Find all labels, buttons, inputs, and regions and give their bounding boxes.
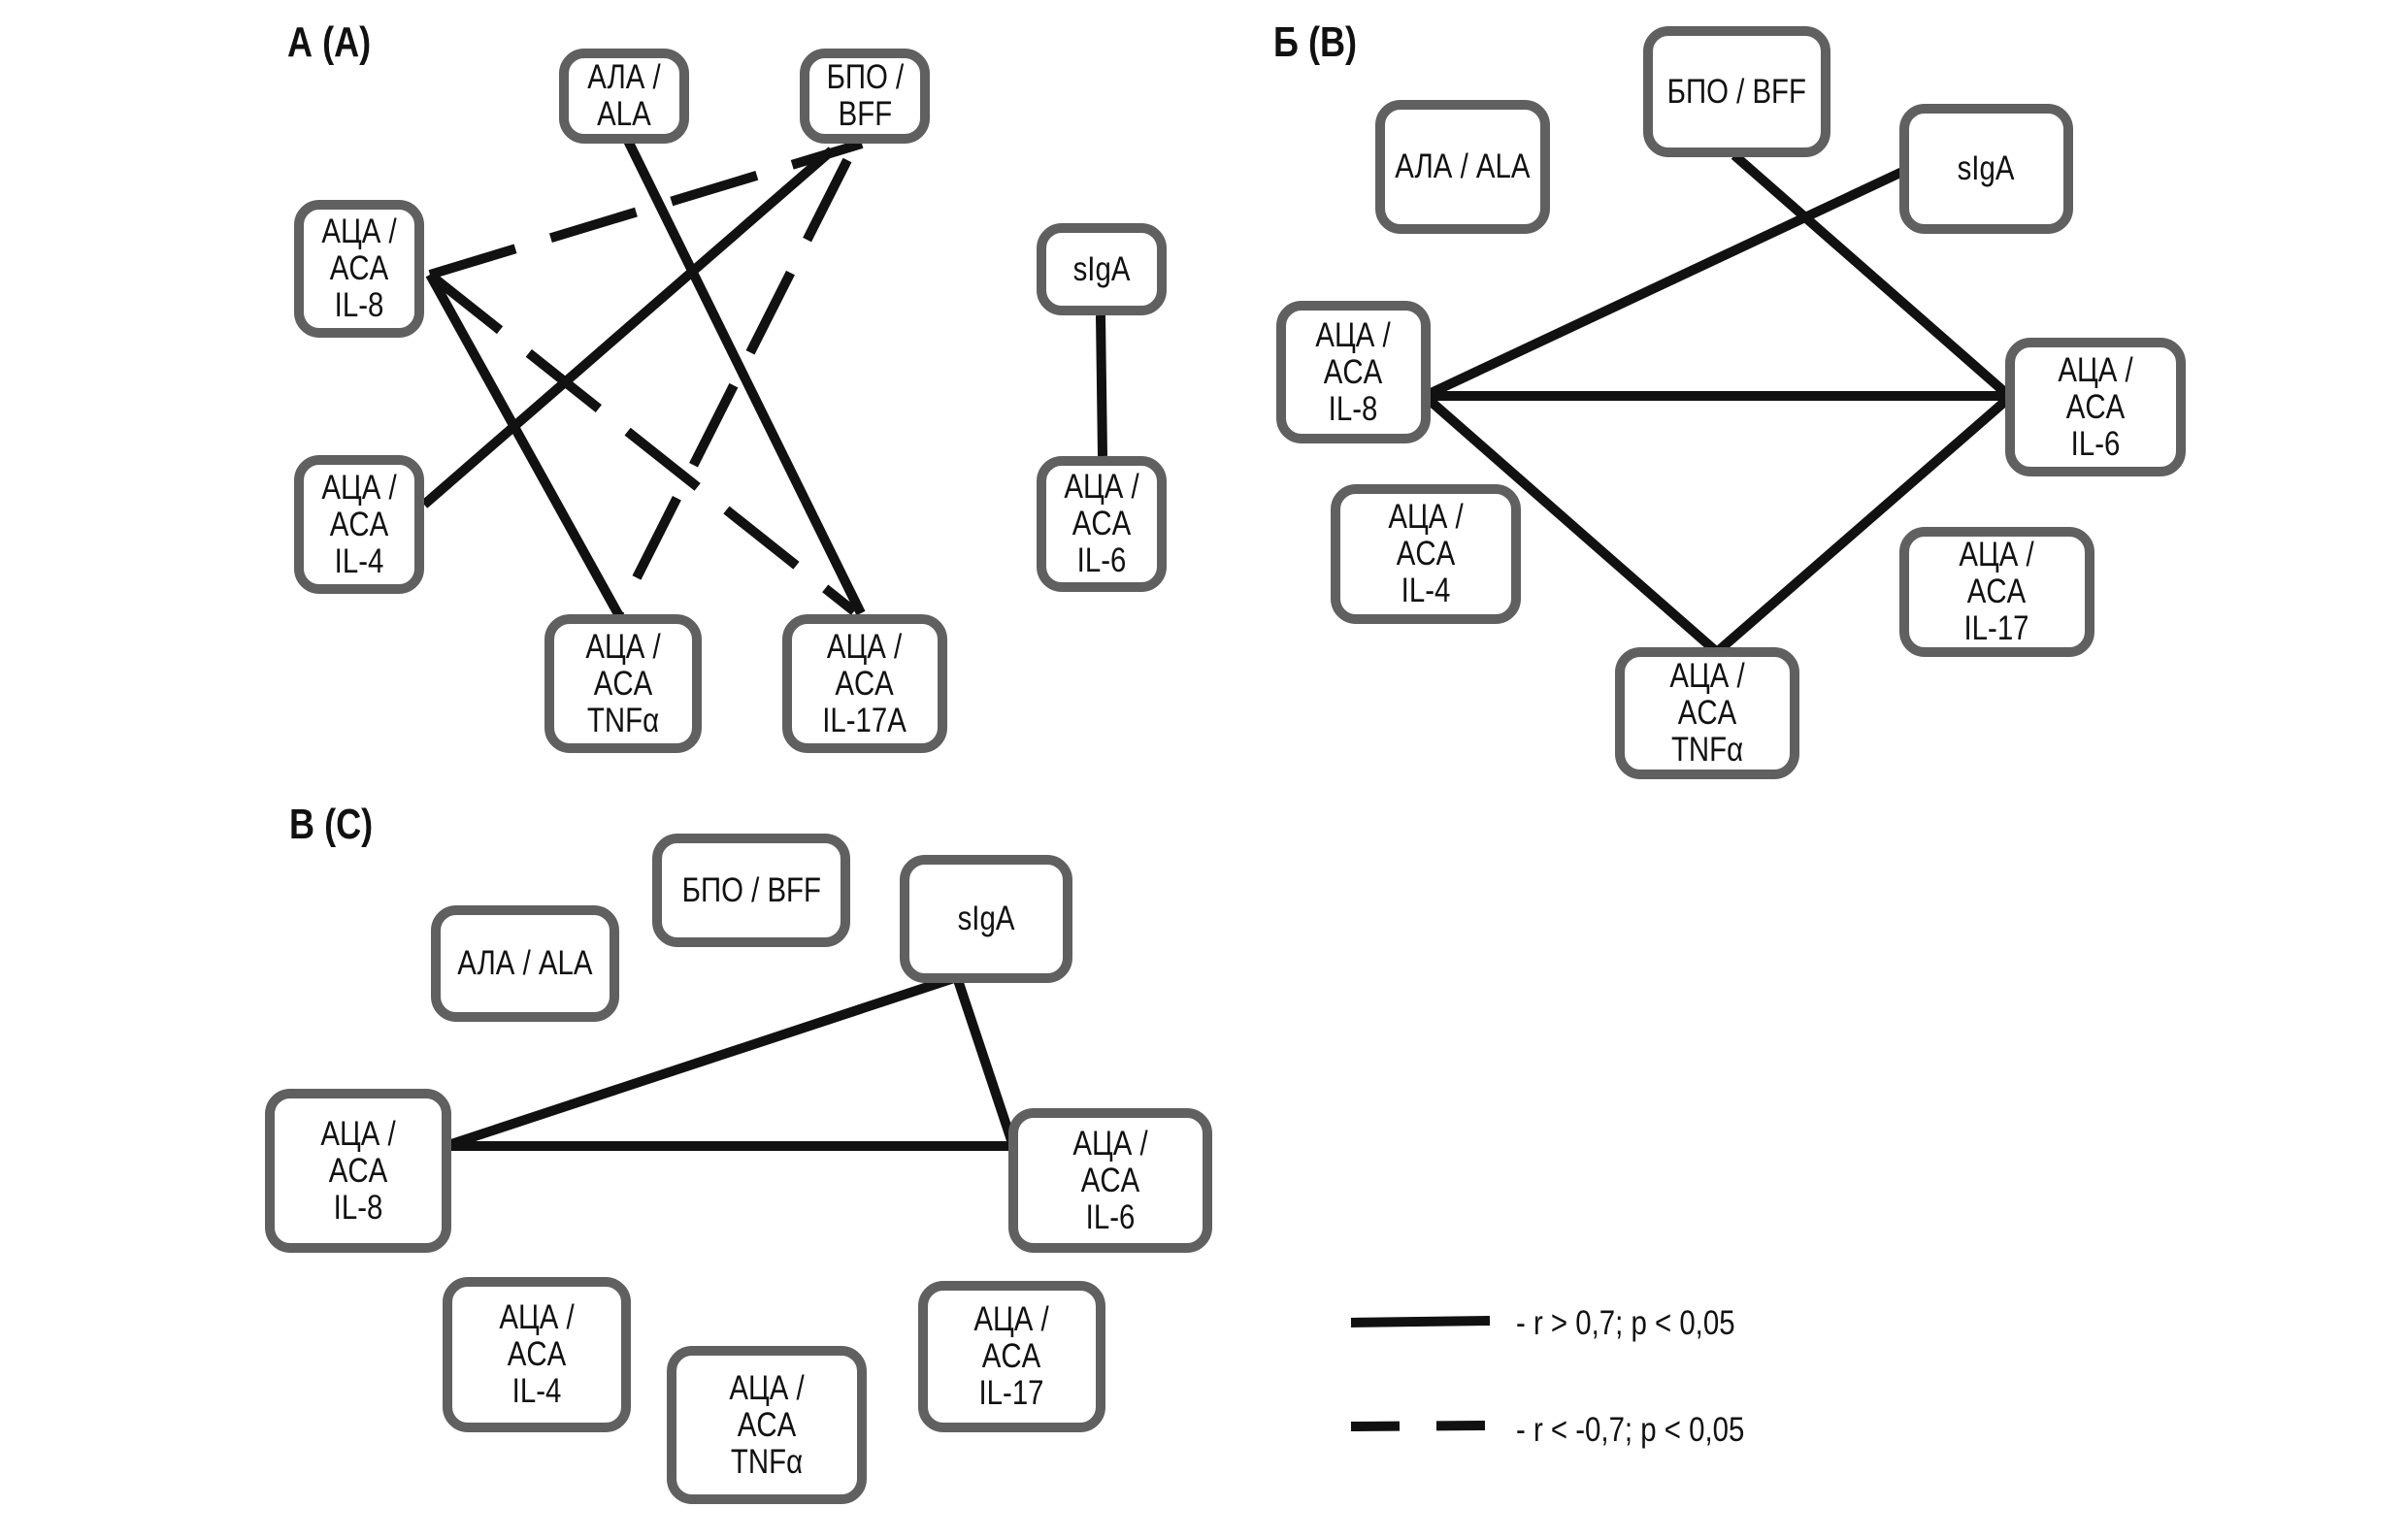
node-a-il6: АЦА / ACA IL-6 <box>1037 456 1167 592</box>
edge-c-il8-siga-positive <box>446 972 959 1150</box>
node-c-il8: АЦА / ACA IL-8 <box>265 1089 451 1253</box>
edge-c-siga-il6-positive <box>952 975 1018 1148</box>
node-label: sIgA <box>957 900 1015 937</box>
node-label: АЛА / ALA <box>1395 147 1531 185</box>
legend-dashed-line-sample <box>1350 1421 1486 1431</box>
edge-b-bff-il6-positive <box>1731 151 2013 400</box>
node-label: АЦА / ACA IL-4 <box>321 468 397 580</box>
edge-a-ala-il17-positive <box>623 138 866 616</box>
node-label: АЦА / ACA IL-8 <box>1315 315 1392 428</box>
node-c-ala: АЛА / ALA <box>431 905 619 1022</box>
node-b-il4: АЦА / ACA IL-4 <box>1331 484 1521 624</box>
node-c-il4: АЦА / ACA IL-4 <box>443 1277 631 1432</box>
node-label: АЦА / ACA IL-6 <box>1072 1124 1148 1236</box>
edge-a-il8-bff-negative <box>428 139 864 279</box>
node-label: АЦА / ACA IL-6 <box>1064 468 1139 579</box>
node-a-ala: АЛА / ALA <box>559 49 689 144</box>
edge-b-il8-siga-positive <box>1424 167 1905 400</box>
node-label: АЦА / ACA IL-17A <box>822 627 907 739</box>
legend-lines <box>1350 1316 1491 1431</box>
node-b-il8: АЦА / ACA IL-8 <box>1276 301 1431 443</box>
node-label: АЛА / ALA <box>457 944 593 982</box>
node-a-il4: АЦА / ACA IL-4 <box>294 455 424 594</box>
legend-solid-line-sample <box>1350 1316 1491 1327</box>
node-label: АЦА / ACA IL-8 <box>321 213 397 324</box>
legend-positive-label: - r > 0,7; p < 0,05 <box>1516 1304 1735 1342</box>
node-b-ala: АЛА / ALA <box>1375 100 1550 234</box>
node-label: АЦА / ACA IL-6 <box>2058 350 2133 463</box>
node-a-tnf: АЦА / ACA TNFα <box>544 614 702 753</box>
node-label: АЦА / ACA TNFα <box>729 1368 805 1481</box>
edge-a-il8-il17-negative <box>426 271 858 615</box>
node-c-il17: АЦА / ACA IL-17 <box>918 1281 1105 1432</box>
panel-title-c: В (C) <box>289 801 374 848</box>
panel-title-b: Б (B) <box>1273 18 1358 66</box>
node-c-il6: АЦА / ACA IL-6 <box>1008 1108 1212 1253</box>
node-label: БПО / BFF <box>826 58 904 133</box>
node-a-il8: АЦА / ACA IL-8 <box>294 200 424 338</box>
node-b-siga: sIgA <box>1899 104 2073 234</box>
edge-b-il8-tnf-positive <box>1423 394 1721 656</box>
edge-a-siga-il6-positive <box>1096 314 1107 457</box>
node-label: АЦА / ACA TNFα <box>1669 657 1745 769</box>
node-a-il17: АЦА / ACA IL-17A <box>782 614 947 753</box>
node-label: АЦА / ACA IL-4 <box>1388 498 1464 609</box>
node-label: АЦА / ACA IL-4 <box>499 1298 575 1410</box>
node-a-siga: sIgA <box>1037 223 1167 315</box>
panel-title-a: А (A) <box>287 18 372 66</box>
legend-negative-label: - r < -0,7; p < 0,05 <box>1516 1411 1745 1449</box>
node-label: АЛА / ALA <box>587 58 661 133</box>
node-label: БПО / BFF <box>681 870 821 909</box>
node-b-il17: АЦА / ACA IL-17 <box>1899 527 2094 657</box>
node-b-il6: АЦА / ACA IL-6 <box>2005 338 2186 476</box>
node-label: sIgA <box>1072 249 1131 288</box>
node-c-tnf: АЦА / ACA TNFα <box>667 1346 867 1504</box>
node-c-bff: БПО / BFF <box>652 834 850 947</box>
node-c-siga: sIgA <box>900 855 1072 983</box>
node-label: АЦА / ACA IL-17 <box>973 1300 1050 1412</box>
node-label: БПО / BFF <box>1666 72 1807 111</box>
edges-layer <box>420 138 2013 1151</box>
node-b-bff: БПО / BFF <box>1643 26 1830 157</box>
node-a-bff: БПО / BFF <box>800 49 930 144</box>
edge-a-bff-il4-positive <box>420 147 836 508</box>
edge-a-bff-tnf-negative <box>613 157 852 617</box>
node-label: АЦА / ACA IL-8 <box>320 1114 396 1227</box>
node-label: АЦА / ACA TNFα <box>585 627 661 739</box>
node-label: sIgA <box>1958 149 2015 187</box>
edge-a-il8-tnf-positive <box>425 272 623 617</box>
edge-b-tnf-il6-positive <box>1713 394 2013 656</box>
node-label: АЦА / ACA IL-17 <box>1959 536 2035 647</box>
node-b-tnf: АЦА / ACA TNFα <box>1615 647 1799 779</box>
